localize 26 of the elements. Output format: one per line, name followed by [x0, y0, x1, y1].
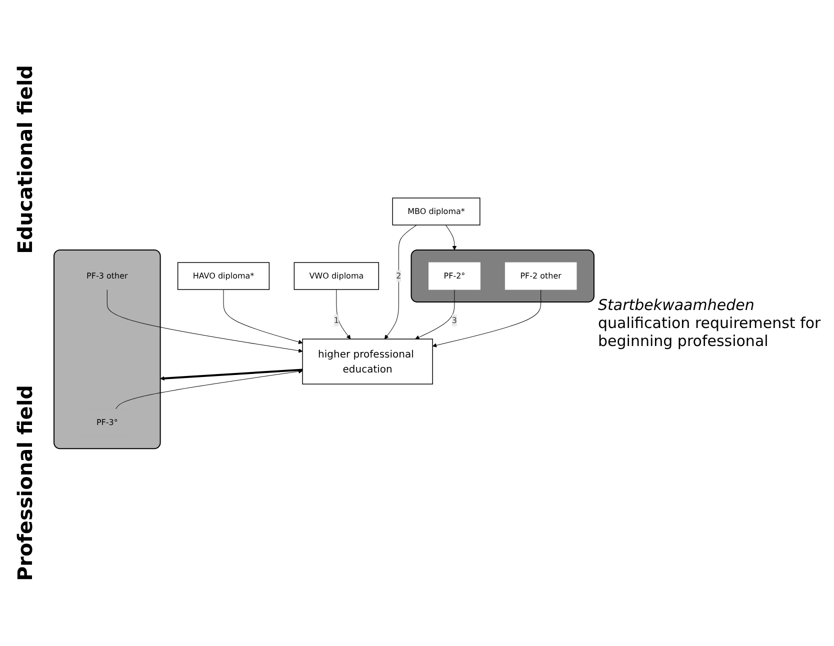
node-text: PF-3 other: [86, 270, 128, 280]
term-label: Startbekwaamheden: [598, 296, 756, 314]
arrow: [336, 289, 351, 339]
arrow: [223, 289, 303, 344]
node-box: PF-2°: [428, 262, 480, 290]
cluster: [54, 249, 161, 449]
axis-label: Educational field: [13, 65, 37, 254]
node-box: MBO diploma*: [392, 197, 480, 226]
axis-label: Professional field: [13, 384, 37, 581]
arrow: [445, 224, 457, 250]
edge-label: 3: [452, 315, 458, 325]
node-box: VWO diploma: [294, 262, 380, 290]
arrow: [432, 289, 542, 348]
edge-label: 1: [334, 315, 339, 325]
note-text: qualification requiremenst for beginning professional: [598, 314, 822, 350]
node-text: PF-3°: [96, 417, 118, 427]
node-box: PF-2 other: [504, 262, 577, 290]
arrow: [116, 369, 303, 410]
node-box: higher professional education: [302, 338, 433, 384]
edge-label: 2: [396, 270, 402, 280]
arrow: [106, 289, 303, 353]
cluster: [410, 249, 594, 302]
arrow: [160, 368, 303, 380]
node-box: HAVO diploma*: [177, 262, 270, 290]
arrow: [415, 289, 455, 340]
arrow: [384, 224, 417, 339]
